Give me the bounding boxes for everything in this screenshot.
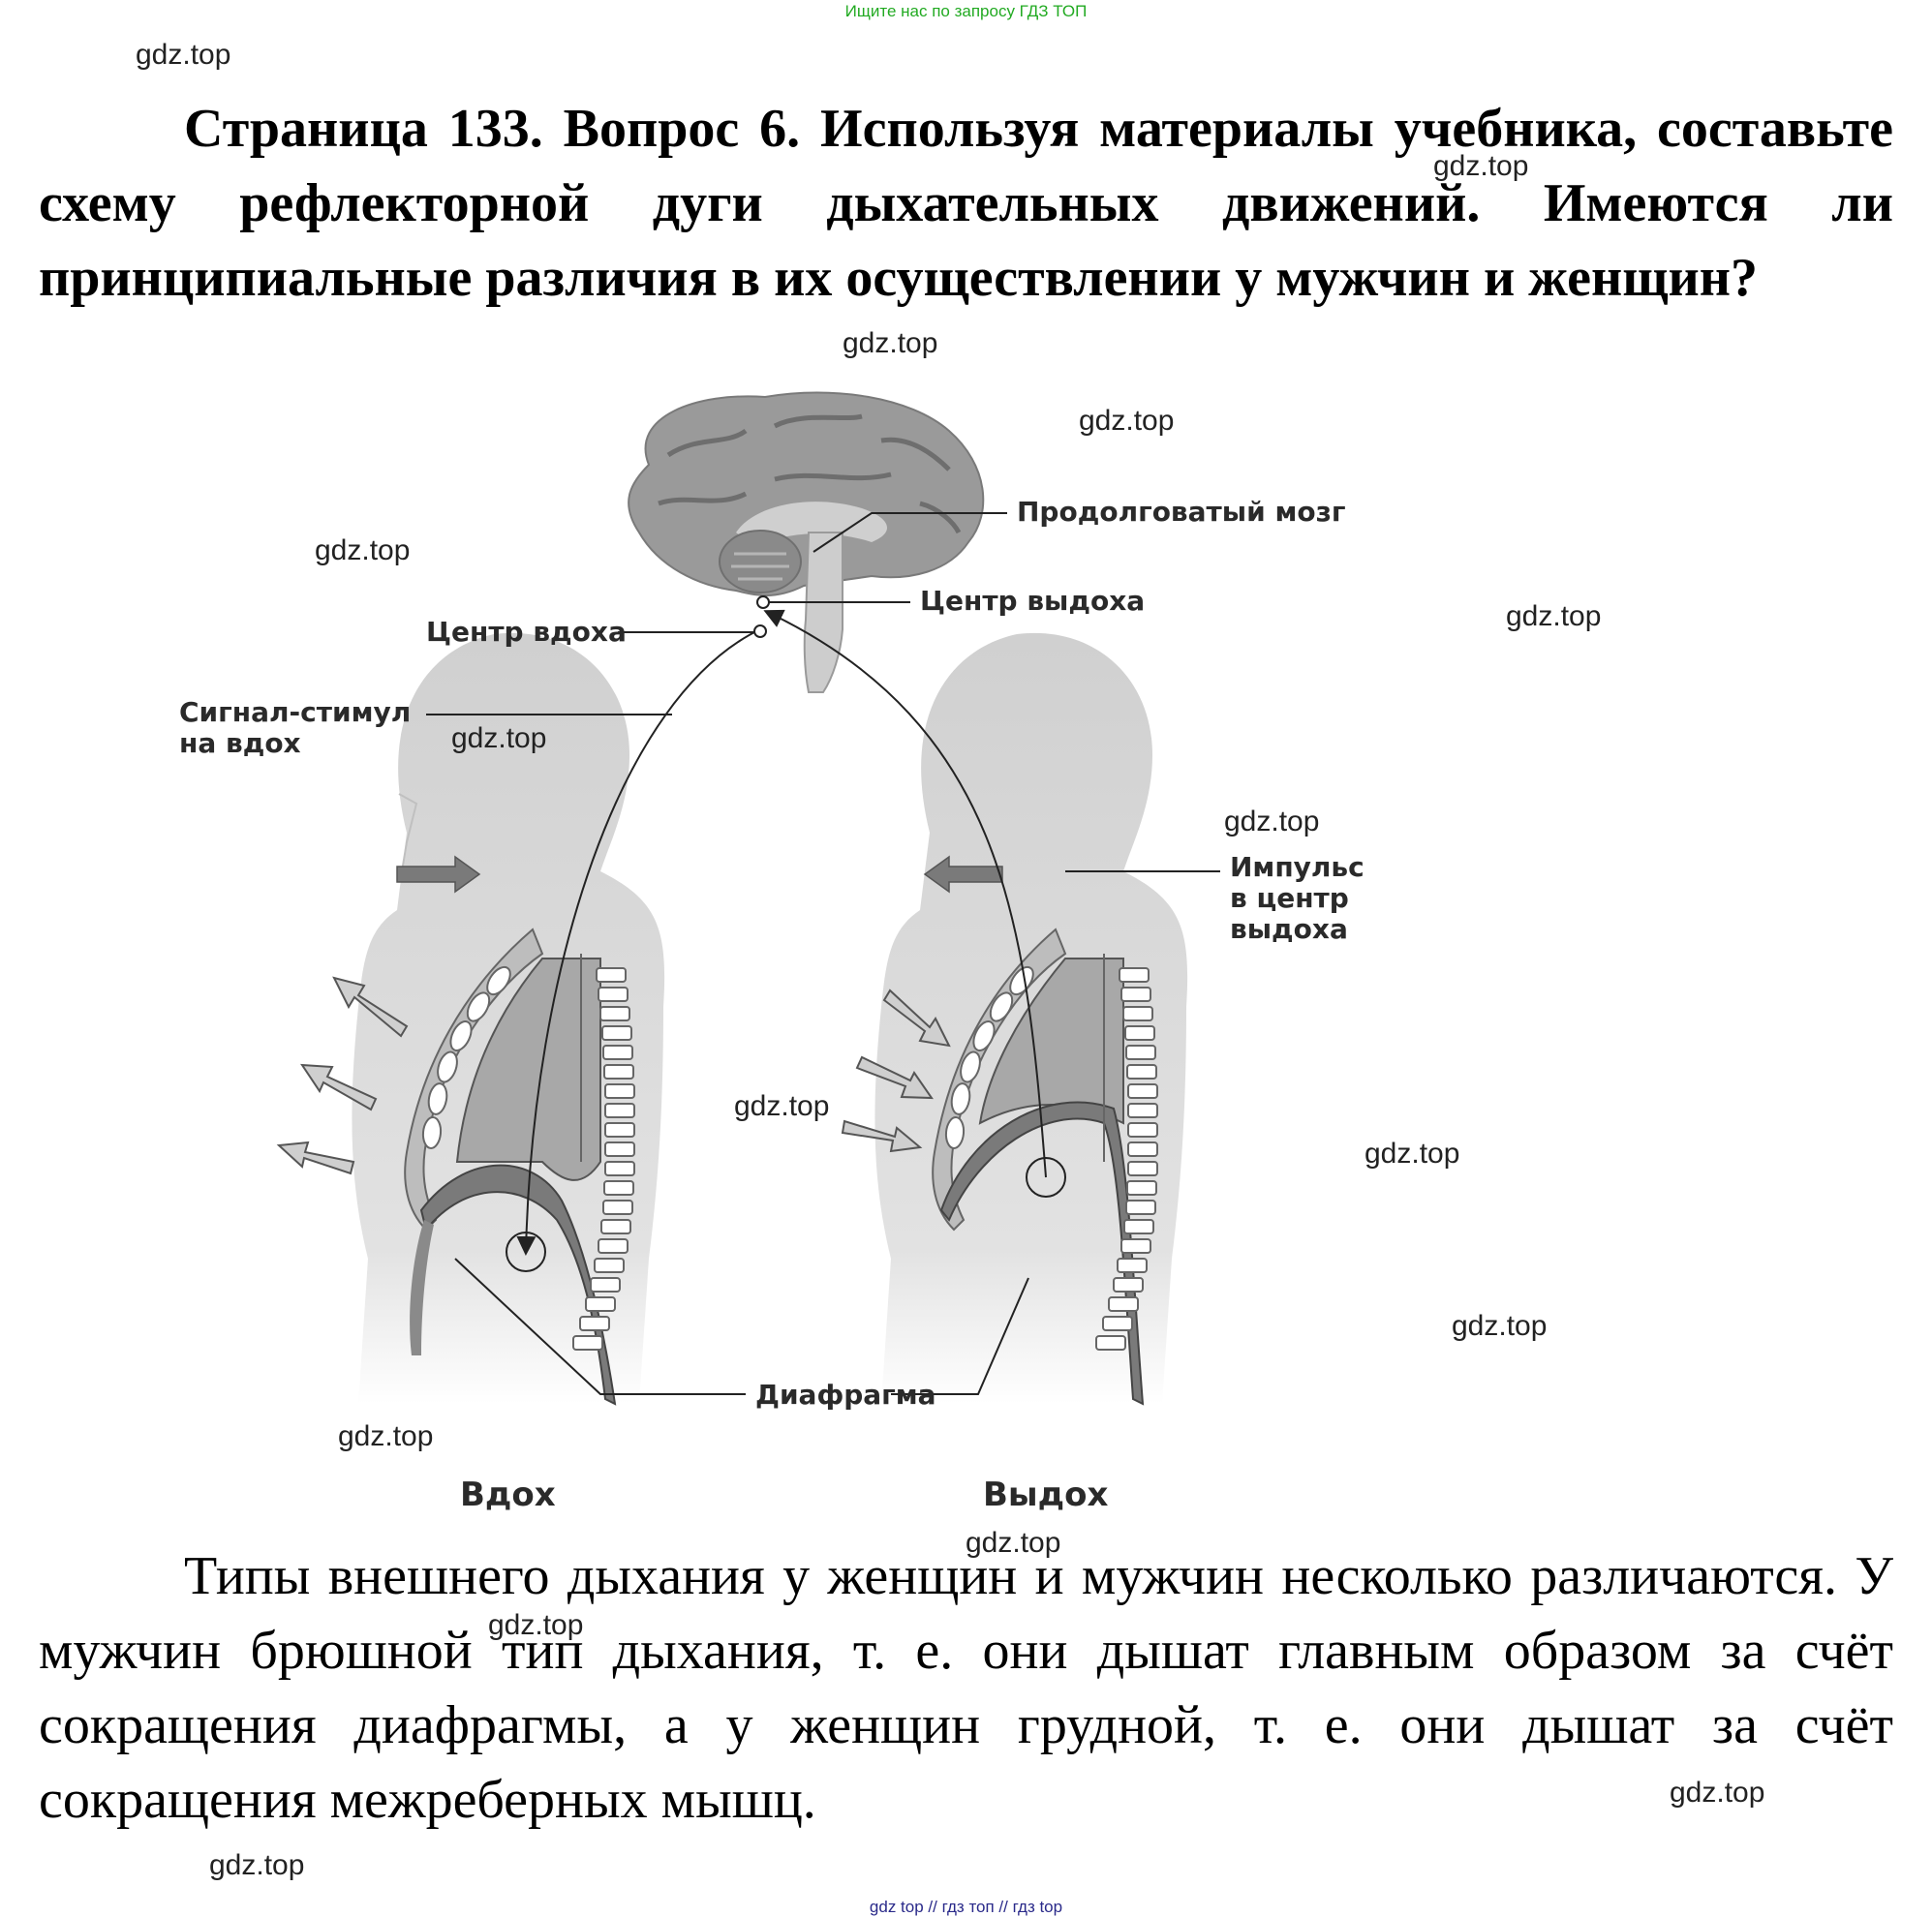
watermark: gdz.top: [1079, 405, 1175, 437]
question-heading: Страница 133. Вопрос 6.: [184, 99, 801, 159]
impulse-label-line3: выдоха: [1230, 913, 1348, 945]
diaphragm-label: Диафрагма: [755, 1379, 936, 1411]
watermark: gdz.top: [1224, 806, 1320, 837]
answer-text: Типы внешнего дыхания у женщин и мужчин …: [39, 1539, 1893, 1838]
respiratory-reflex-arc-figure: Продолговатый мозг Центр выдоха Центр вд…: [174, 387, 1433, 1530]
exhale-caption: Выдох: [983, 1476, 1108, 1514]
watermark: gdz.top: [209, 1849, 305, 1881]
inhale-center-label: Центр вдоха: [426, 616, 627, 648]
exhale-impulse-path: [763, 609, 1047, 1178]
watermark: gdz.top: [488, 1609, 584, 1641]
watermark: gdz.top: [1670, 1777, 1765, 1809]
question-text: Страница 133. Вопрос 6. Используя матери…: [39, 92, 1893, 316]
stimulus-label-line2: на вдох: [179, 727, 301, 759]
exhale-center-marker: [756, 595, 770, 609]
inhale-signal-path: [516, 628, 761, 1256]
inhale-center-marker: [753, 624, 767, 638]
exhale-body: [841, 632, 1188, 1406]
brain-illustration: [628, 391, 985, 693]
answer-body: Типы внешнего дыхания у женщин и мужчин …: [39, 1546, 1893, 1830]
watermark: gdz.top: [338, 1420, 434, 1452]
watermark: gdz.top: [1433, 150, 1529, 182]
watermark: gdz.top: [315, 534, 411, 566]
medulla-label: Продолговатый мозг: [1017, 496, 1346, 528]
watermark: gdz.top: [1506, 600, 1602, 632]
watermark: gdz.top: [1365, 1138, 1460, 1170]
watermark: gdz.top: [136, 39, 231, 71]
watermark: gdz.top: [843, 327, 938, 359]
top-banner[interactable]: Ищите нас по запросу ГДЗ ТОП: [844, 2, 1088, 20]
figure-svg: Продолговатый мозг Центр выдоха Центр вд…: [179, 391, 1365, 1514]
impulse-label-line2: в центр: [1230, 882, 1349, 914]
watermark: gdz.top: [451, 722, 547, 754]
watermark: gdz.top: [966, 1527, 1061, 1559]
inhale-caption: Вдох: [460, 1476, 556, 1514]
impulse-label-line1: Импульс: [1230, 851, 1365, 883]
watermark: gdz.top: [1452, 1310, 1548, 1342]
stimulus-label-line1: Сигнал-стимул: [179, 696, 411, 728]
bottom-banner[interactable]: gdz top // гдз топ // гдз top: [869, 1898, 1063, 1916]
exhale-center-label: Центр выдоха: [920, 585, 1145, 617]
question-body: Используя материалы учебника, составьте …: [39, 99, 1894, 308]
watermark: gdz.top: [734, 1090, 830, 1122]
inhale-body: [276, 632, 665, 1406]
